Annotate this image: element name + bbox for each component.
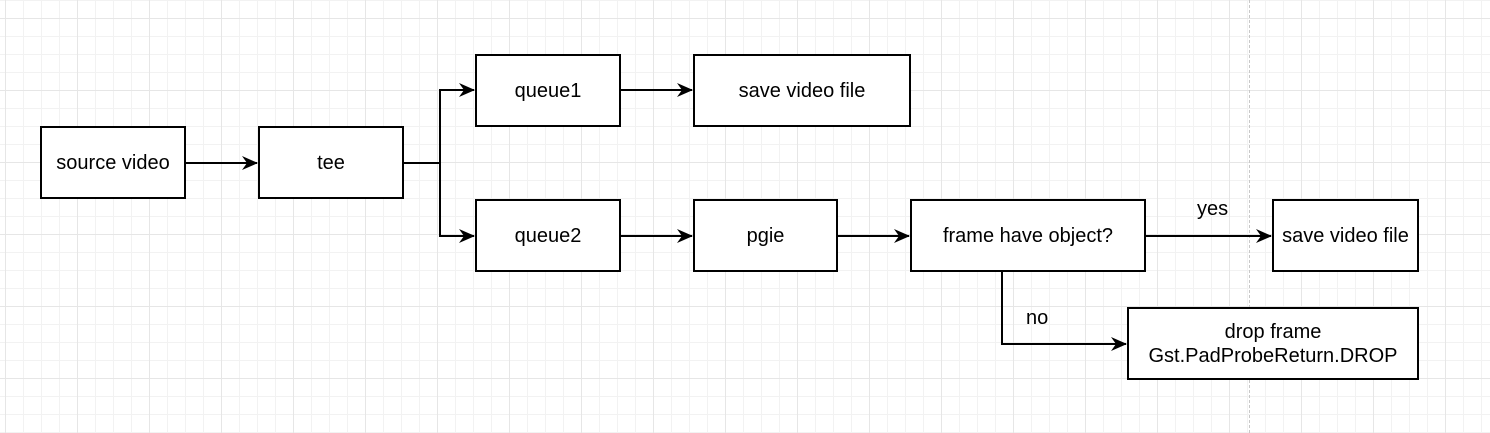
node-source-video[interactable]: source video <box>40 126 186 199</box>
node-pgie-label: pgie <box>746 224 785 247</box>
node-queue2[interactable]: queue2 <box>475 199 621 272</box>
node-save-video-file-1-label: save video file <box>738 79 866 102</box>
node-drop-frame[interactable]: drop frame Gst.PadProbeReturn.DROP <box>1127 307 1419 380</box>
node-decision[interactable]: frame have object? <box>910 199 1146 272</box>
edge-label-yes: yes <box>1197 198 1229 220</box>
node-decision-label: frame have object? <box>942 224 1114 247</box>
node-tee[interactable]: tee <box>258 126 404 199</box>
node-save-video-file-2[interactable]: save video file <box>1272 199 1419 272</box>
node-save-video-file-2-label: save video file <box>1282 224 1409 247</box>
edge-tee-to-queue1 <box>439 83 475 163</box>
node-drop-frame-detail: Gst.PadProbeReturn.DROP <box>1148 344 1398 367</box>
page-boundary-line <box>1249 0 1250 433</box>
node-queue1-label: queue1 <box>514 79 582 102</box>
edge-label-no: no <box>1026 307 1049 329</box>
node-queue2-label: queue2 <box>514 224 582 247</box>
node-source-video-label: source video <box>56 151 170 174</box>
node-queue1[interactable]: queue1 <box>475 54 621 127</box>
edge-tee-to-queue2 <box>439 163 475 243</box>
edge-decision-no <box>1001 271 1127 351</box>
node-save-video-file-1[interactable]: save video file <box>693 54 911 127</box>
node-pgie[interactable]: pgie <box>693 199 838 272</box>
node-tee-label: tee <box>317 151 345 174</box>
node-drop-frame-title: drop frame <box>1224 320 1322 343</box>
